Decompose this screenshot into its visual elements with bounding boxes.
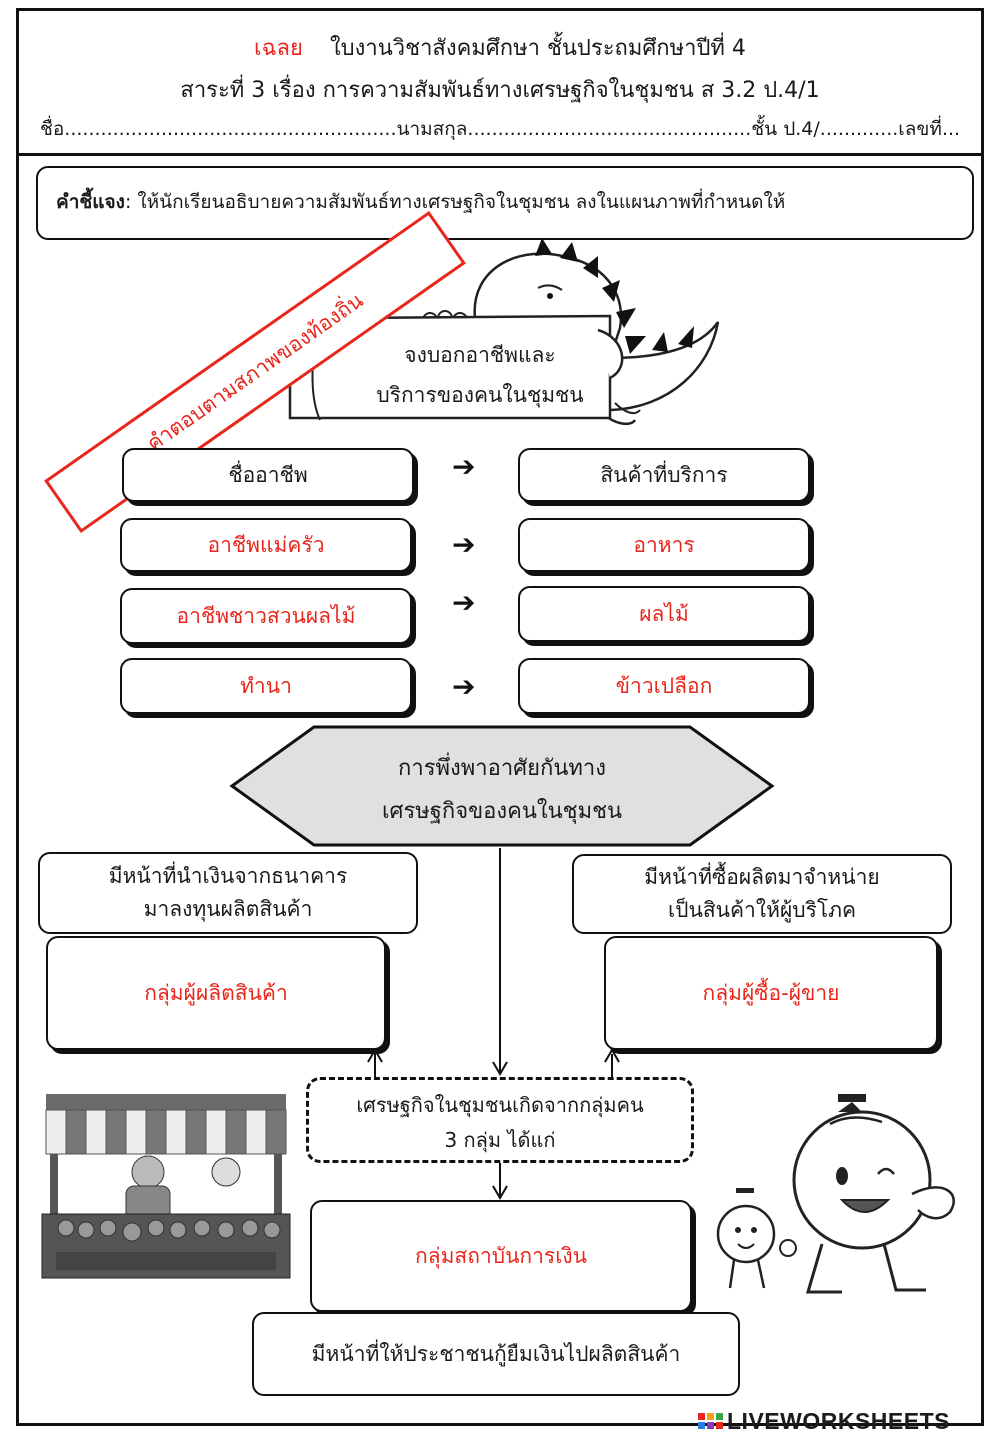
producer-answer: กลุ่มผู้ผลิตสินค้า xyxy=(144,980,288,1005)
finance-description-box: มีหน้าที่ให้ประชาชนกู้ยืมเงินไปผลิตสินค้… xyxy=(252,1312,740,1396)
answer-key-tag: เฉลย xyxy=(254,36,303,61)
product-answer-box-1[interactable]: อาหาร xyxy=(518,518,810,572)
product-header: สินค้าที่บริการ xyxy=(600,462,728,487)
center-line1: เศรษฐกิจในชุมชนเกิดจากกลุ่มคน xyxy=(356,1093,644,1117)
liveworksheets-logo-icon xyxy=(698,1413,723,1429)
occupation-answer-1: อาชีพแม่ครัว xyxy=(207,532,325,557)
hexagon-line1: การพึ่งพาอาศัยกันทาง xyxy=(398,756,606,781)
scroll-prompt-line1: จงบอกอาชีพและ xyxy=(404,343,556,367)
instructions-text: : ให้นักเรียนอธิบายความสัมพันธ์ทางเศรษฐก… xyxy=(124,191,786,214)
worksheet-subtitle: สาระที่ 3 เรื่อง การความสัมพันธ์ทางเศรษฐ… xyxy=(180,78,820,103)
trader-answer-box[interactable]: กลุ่มผู้ซื้อ-ผู้ขาย xyxy=(604,936,938,1050)
arrow-icon: ➔ xyxy=(452,670,476,703)
product-answer-3: ข้าวเปลือก xyxy=(615,673,713,698)
hexagon-shape xyxy=(229,725,775,847)
product-answer-2: ผลไม้ xyxy=(639,601,689,626)
product-answer-box-2[interactable]: ผลไม้ xyxy=(518,586,810,642)
occupation-answer-box-3[interactable]: ทำนา xyxy=(120,658,412,714)
producer-desc-line2: มาลงทุนผลิตสินค้า xyxy=(143,897,313,921)
product-answer-box-3[interactable]: ข้าวเปลือก xyxy=(518,658,810,714)
watermark-text: LIVEWORKSHEETS xyxy=(727,1407,950,1434)
finance-desc: มีหน้าที่ให้ประชาชนกู้ยืมเงินไปผลิตสินค้… xyxy=(311,1341,681,1366)
arrow-icon: ➔ xyxy=(452,528,476,561)
producer-desc-line1: มีหน้าที่นำเงินจากธนาคาร xyxy=(108,864,348,889)
trader-description-box: มีหน้าที่ซื้อผลิตมาจำหน่าย เป็นสินค้าให้… xyxy=(572,854,952,934)
hexagon-line2: เศรษฐกิจของคนในชุมชน xyxy=(381,798,623,824)
center-summary-box: เศรษฐกิจในชุมชนเกิดจากกลุ่มคน 3 กลุ่ม ได… xyxy=(306,1077,694,1163)
dinosaur-illustration xyxy=(288,238,720,426)
trader-answer: กลุ่มผู้ซื้อ-ผู้ขาย xyxy=(702,980,840,1005)
instructions-box: คำชี้แจง : ให้นักเรียนอธิบายความสัมพันธ์… xyxy=(36,166,974,240)
header-divider xyxy=(16,153,984,156)
watermark: LIVEWORKSHEETS xyxy=(698,1406,994,1436)
product-header-box: สินค้าที่บริการ xyxy=(518,448,810,502)
scroll-prompt: จงบอกอาชีพและ บริการของคนในชุมชน xyxy=(330,336,630,416)
finance-answer-box[interactable]: กลุ่มสถาบันการเงิน xyxy=(310,1200,692,1312)
product-answer-1: อาหาร xyxy=(633,532,695,557)
finance-answer: กลุ่มสถาบันการเงิน xyxy=(414,1243,587,1268)
page-frame xyxy=(16,8,984,1426)
producer-answer-box[interactable]: กลุ่มผู้ผลิตสินค้า xyxy=(46,936,386,1050)
scroll-prompt-line2: บริการของคนในชุมชน xyxy=(376,382,584,407)
market-stall-illustration xyxy=(41,1094,291,1279)
arrow-icon: ➔ xyxy=(452,450,476,483)
instructions-label: คำชี้แจง xyxy=(56,191,125,214)
occupation-answer-3: ทำนา xyxy=(240,673,292,698)
occupation-answer-2: อาชีพชาวสวนผลไม้ xyxy=(176,603,356,628)
trader-desc-line1: มีหน้าที่ซื้อผลิตมาจำหน่าย xyxy=(644,865,880,890)
trader-desc-line2: เป็นสินค้าให้ผู้บริโภค xyxy=(667,898,857,922)
arrow-icon: ➔ xyxy=(452,586,476,619)
hexagon-text: การพึ่งพาอาศัยกันทาง เศรษฐกิจของคนในชุมช… xyxy=(300,748,704,834)
occupation-header-box: ชื่ออาชีพ xyxy=(122,448,414,502)
worksheet-title: เฉลย ใบงานวิชาสังคมศึกษา ชั้นประถมศึกษาป… xyxy=(30,30,970,65)
student-info-line: ชื่อ....................................… xyxy=(40,118,960,140)
center-line2: 3 กลุ่ม ได้แก่ xyxy=(444,1128,556,1152)
connector-lines xyxy=(367,848,620,1200)
mascot-illustration xyxy=(716,1094,955,1294)
occupation-answer-box-1[interactable]: อาชีพแม่ครัว xyxy=(120,518,412,572)
title-text: ใบงานวิชาสังคมศึกษา ชั้นประถมศึกษาปีที่ … xyxy=(329,36,746,61)
occupation-answer-box-2[interactable]: อาชีพชาวสวนผลไม้ xyxy=(120,588,412,644)
producer-description-box: มีหน้าที่นำเงินจากธนาคาร มาลงทุนผลิตสินค… xyxy=(38,852,418,934)
occupation-header: ชื่ออาชีพ xyxy=(228,462,308,487)
